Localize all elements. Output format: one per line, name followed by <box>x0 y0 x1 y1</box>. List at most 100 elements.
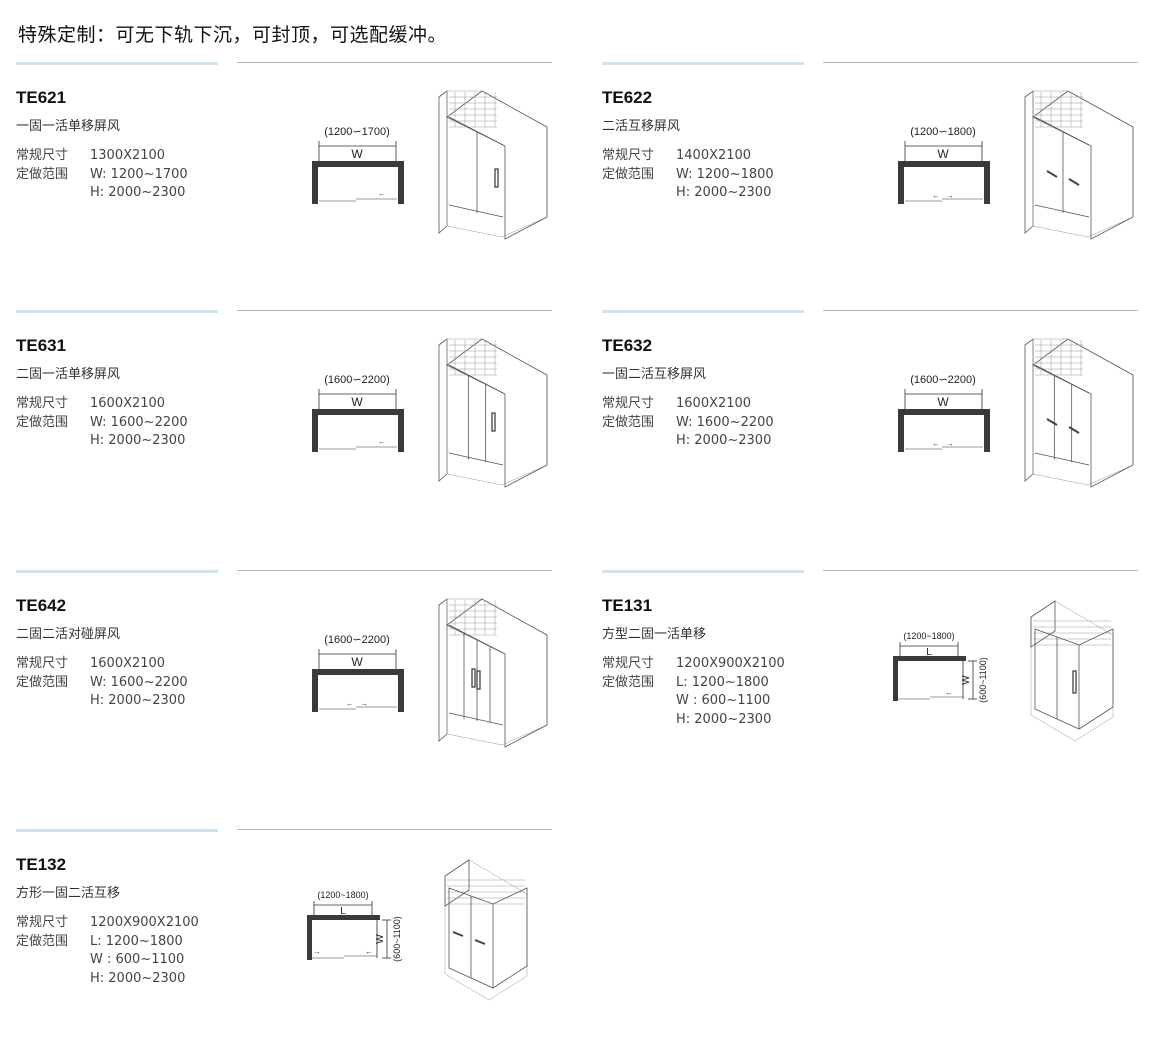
arrow-right-icon: → <box>360 699 368 708</box>
standard-size: 1400X2100 <box>676 148 752 163</box>
side-range-label: (600~1100) <box>392 916 402 962</box>
arrow-left-icon: ← <box>378 437 386 446</box>
product-name: 二活互移屏风 <box>602 119 681 134</box>
bottom-rail <box>1034 452 1090 466</box>
wall-left <box>898 409 904 452</box>
accent-divider <box>16 829 218 832</box>
arrow-left-icon: ← <box>365 947 373 956</box>
arrow-left-icon: ← <box>932 439 940 448</box>
custom-range-line: H: 2000~2300 <box>90 971 186 987</box>
custom-range-line: L: 1200~1800 <box>676 674 769 690</box>
product-name: 一固二活互移屏风 <box>602 367 707 382</box>
back-wall <box>1032 90 1134 238</box>
room-walls <box>1030 600 1114 742</box>
model-code: TE631 <box>16 336 67 355</box>
bottom-rail <box>448 712 504 726</box>
left-wall <box>438 598 448 742</box>
towel-bar-icon <box>1068 426 1080 434</box>
dimension-label: W <box>937 395 949 409</box>
left-wall <box>1024 338 1034 482</box>
spec-label-standard: 常规尺寸 <box>602 148 655 163</box>
plan-diagram: (1200~1800)LW(600~1100)← <box>893 631 988 703</box>
custom-range-line: H: 2000~2300 <box>676 712 772 728</box>
arrow-left-icon: ← <box>932 191 940 200</box>
wall-left <box>312 669 318 712</box>
wall-right <box>984 409 990 452</box>
wall-top <box>898 409 990 415</box>
standard-size: 1600X2100 <box>90 656 166 671</box>
custom-range-line: H: 2000~2300 <box>90 693 186 709</box>
dimension-label: L <box>340 906 346 917</box>
door-handle-icon <box>494 168 499 188</box>
range-label: (1200∽1700) <box>324 126 389 138</box>
gray-divider <box>237 62 552 63</box>
arrow-left-icon: ← <box>346 699 354 708</box>
iso-diagram <box>1024 338 1134 488</box>
page-heading: 特殊定制：可无下轨下沉，可封顶，可选配缓冲。 <box>18 24 448 46</box>
spec-label-standard: 常规尺寸 <box>16 656 69 671</box>
model-code: TE131 <box>602 596 653 615</box>
standard-size: 1200X900X2100 <box>90 915 199 930</box>
custom-range-line: W: 1600~2200 <box>676 414 774 430</box>
wall-top <box>312 669 404 675</box>
range-label: (1600∽2200) <box>910 374 975 386</box>
spec-label-standard: 常规尺寸 <box>16 915 69 930</box>
enclosure-outline <box>446 338 548 488</box>
product-name: 二固二活对碰屏风 <box>16 627 121 642</box>
top-rail <box>448 364 504 394</box>
door-handle-icon <box>476 670 481 690</box>
iso-diagram <box>438 338 548 488</box>
left-wall <box>438 338 448 482</box>
custom-range-line: W: 1600~2200 <box>90 414 188 430</box>
spec-label-standard: 常规尺寸 <box>16 148 69 163</box>
arrow-right-icon: → <box>946 439 954 448</box>
wall-left <box>307 915 312 960</box>
product-name: 方型二固一活单移 <box>602 627 707 642</box>
spec-label-custom: 定做范围 <box>16 933 69 949</box>
side-range-label: (600~1100) <box>978 657 988 703</box>
custom-range-line: L: 1200~1800 <box>90 933 183 949</box>
spec-label-custom: 定做范围 <box>602 414 655 430</box>
top-left-wall <box>1030 600 1056 648</box>
custom-range-line: H: 2000~2300 <box>90 433 186 449</box>
wall-top <box>898 161 990 167</box>
towel-bar-icon <box>1046 170 1058 178</box>
door-handle-icon <box>1072 670 1077 694</box>
enclosure-outline <box>446 598 548 748</box>
top-rail <box>448 116 504 146</box>
spec-label-standard: 常规尺寸 <box>16 396 69 411</box>
spec-label-custom: 定做范围 <box>16 166 69 182</box>
dimension-label: W <box>937 147 949 161</box>
standard-size: 1600X2100 <box>676 396 752 411</box>
plan-diagram: (1600∽2200)W←→ <box>312 634 404 712</box>
plan-diagram: (1200∽1800)W←→ <box>898 126 990 204</box>
spec-label-custom: 定做范围 <box>16 414 69 430</box>
wall-right <box>398 161 404 204</box>
custom-range-line: W : 600~1100 <box>676 693 771 709</box>
dimension-label: W <box>351 655 363 669</box>
gray-divider <box>237 570 552 571</box>
wall-right <box>398 669 404 712</box>
gray-divider <box>237 829 552 830</box>
custom-range-line: H: 2000~2300 <box>676 185 772 201</box>
iso-diagram <box>1030 600 1114 742</box>
spec-label-custom: 定做范围 <box>16 674 69 690</box>
enclosure-outline <box>448 887 528 989</box>
left-wall <box>1024 90 1034 234</box>
range-label: (1200~1800) <box>317 890 368 900</box>
room-walls <box>444 859 528 1001</box>
plan-diagram: (1200~1800)LW(600~1100)→← <box>307 890 402 962</box>
range-label: (1600∽2200) <box>324 374 389 386</box>
plan-diagram: (1600∽2200) W ← → <box>898 374 990 452</box>
model-code: TE622 <box>602 88 653 107</box>
back-wall <box>446 90 548 238</box>
bottom-rail <box>448 204 504 218</box>
